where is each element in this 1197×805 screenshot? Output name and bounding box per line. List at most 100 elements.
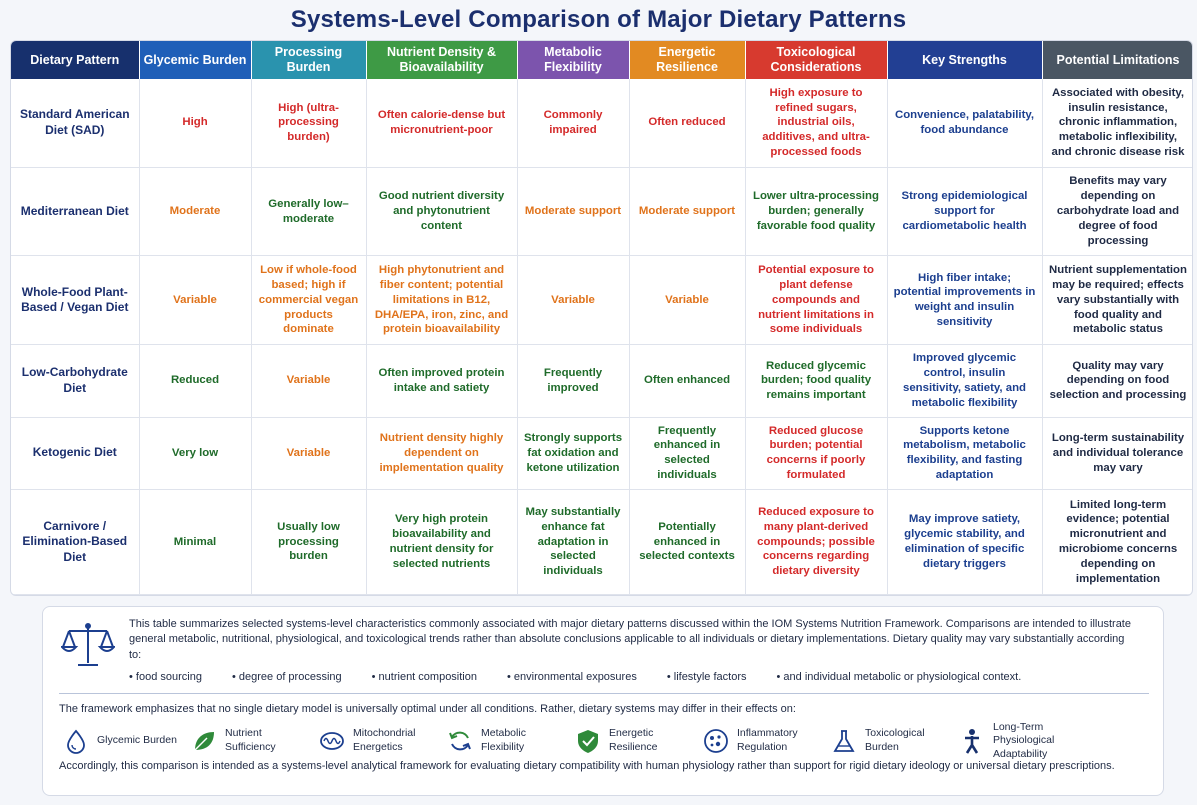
bullet-item: lifestyle factors: [667, 671, 747, 683]
divider: [59, 693, 1149, 694]
table-cell: Reduced exposure to many plant-derived c…: [745, 489, 888, 595]
table-cell: Strong epidemiological support for cardi…: [887, 167, 1043, 257]
legend-item: Toxicological Burden: [831, 727, 959, 754]
table-cell: Potential exposure to plant defense comp…: [745, 255, 888, 346]
table-cell: Reduced glycemic burden; food quality re…: [745, 344, 888, 418]
table-cell: Limited long-term evidence; potential mi…: [1042, 489, 1192, 595]
person-icon: [965, 729, 979, 754]
cycle-arrows-icon: [449, 731, 471, 751]
table-cell: Benefits may vary depending on carbohydr…: [1042, 167, 1192, 257]
table-cell: Moderate: [139, 167, 252, 257]
final-text: Accordingly, this comparison is intended…: [59, 760, 1115, 772]
table-cell: Convenience, palatability, food abundanc…: [887, 79, 1043, 168]
table-cell: Minimal: [139, 489, 252, 595]
row-header: Whole-Food Plant-Based / Vegan Diet: [11, 255, 140, 346]
legend-label: Mitochondrial Energetics: [353, 727, 416, 753]
table-cell: Often enhanced: [629, 344, 746, 418]
table-cell: Reduced glucose burden; potential concer…: [745, 417, 888, 491]
column-header: Processing Burden: [251, 41, 367, 79]
table-cell: Often calorie-dense but micronutrient-po…: [366, 79, 518, 168]
legend-item: Nutrient Sufficiency: [191, 727, 319, 754]
notes-panel: This table summarizes selected systems-l…: [42, 606, 1164, 796]
table-cell: Moderate support: [629, 167, 746, 257]
legend-label: Inflammatory Regulation: [737, 727, 798, 753]
row-header: Ketogenic Diet: [11, 417, 140, 491]
row-header: Mediterranean Diet: [11, 167, 140, 257]
table-cell: High (ultra-processing burden): [251, 79, 367, 168]
table-cell: Long-term sustainability and individual …: [1042, 417, 1192, 491]
table-cell: Potentially enhanced in selected context…: [629, 489, 746, 595]
table-cell: May improve satiety, glycemic stability,…: [887, 489, 1043, 595]
table-cell: Quality may vary depending on food selec…: [1042, 344, 1192, 418]
table-cell: Very low: [139, 417, 252, 491]
page-title: Systems-Level Comparison of Major Dietar…: [290, 6, 907, 33]
table-cell: Moderate support: [517, 167, 630, 257]
column-header: Potential Limitations: [1042, 41, 1192, 79]
bullet-item: nutrient composition: [372, 671, 477, 683]
row-header: Low-Carbohydrate Diet: [11, 344, 140, 418]
table-cell: Commonly impaired: [517, 79, 630, 168]
legend-label: Toxicological Burden: [865, 727, 925, 753]
row-header: Standard American Diet (SAD): [11, 79, 140, 168]
bullet-item: and individual metabolic or physiologica…: [777, 671, 1021, 683]
flask-icon: [833, 730, 855, 752]
table-cell: Low if whole-food based; high if commerc…: [251, 255, 367, 346]
legend-item: Metabolic Flexibility: [447, 727, 575, 754]
legend-item: Energetic Resilience: [575, 727, 703, 754]
table-cell: Associated with obesity, insulin resista…: [1042, 79, 1192, 168]
legend-item: Mitochondrial Energetics: [319, 727, 447, 754]
drop-icon: [67, 729, 85, 754]
table-cell: Very high protein bioavailability and nu…: [366, 489, 518, 595]
table-cell: Variable: [251, 417, 367, 491]
table-cell: Reduced: [139, 344, 252, 418]
column-header: Nutrient Density & Bioavailability: [366, 41, 518, 79]
legend-item: Inflammatory Regulation: [703, 727, 831, 754]
table-cell: High fiber intake; potential improvement…: [887, 255, 1043, 346]
table-cell: Variable: [629, 255, 746, 346]
legend-label: Glycemic Burden: [97, 734, 177, 747]
mitochondria-icon: [320, 732, 344, 750]
row-header: Carnivore / Elimination-Based Diet: [11, 489, 140, 595]
table-cell: Lower ultra-processing burden; generally…: [745, 167, 888, 257]
legend-label: Nutrient Sufficiency: [225, 727, 276, 753]
table-cell: Often reduced: [629, 79, 746, 168]
legend-label: Long-Term Physiological Adaptability: [993, 720, 1055, 760]
table-cell: Generally low–moderate: [251, 167, 367, 257]
table-cell: Good nutrient diversity and phytonutrien…: [366, 167, 518, 257]
table-cell: Nutrient supplementation may be required…: [1042, 255, 1192, 346]
table-cell: Often improved protein intake and satiet…: [366, 344, 518, 418]
table-cell: High: [139, 79, 252, 168]
table-cell: Variable: [139, 255, 252, 346]
table-cell: High phytonutrient and fiber content; po…: [366, 255, 518, 346]
icon-legend: Glycemic Burden Nutrient Sufficiency Mitoc…: [63, 720, 1153, 760]
scales-icon: [61, 623, 115, 666]
table-cell: Frequently enhanced in selected individu…: [629, 417, 746, 491]
column-header: Toxicological Considerations: [745, 41, 888, 79]
bullet-item: environmental exposures: [507, 671, 637, 683]
table-cell: May substantially enhance fat adaptation…: [517, 489, 630, 595]
legend-item: Glycemic Burden: [63, 728, 191, 754]
table-cell: Supports ketone metabolism, metabolic fl…: [887, 417, 1043, 491]
table-cell: High exposure to refined sugars, industr…: [745, 79, 888, 168]
column-header: Metabolic Flexibility: [517, 41, 630, 79]
legend-label: Metabolic Flexibility: [481, 727, 526, 753]
bullet-list: food sourcingdegree of processingnutrien…: [129, 671, 1139, 683]
table-cell: Nutrient density highly dependent on imp…: [366, 417, 518, 491]
column-header: Dietary Pattern: [11, 41, 140, 79]
shield-icon: [578, 730, 598, 753]
table-cell: Usually low processing burden: [251, 489, 367, 595]
column-header: Glycemic Burden: [139, 41, 252, 79]
table-cell: Variable: [251, 344, 367, 418]
bullet-item: food sourcing: [129, 671, 202, 683]
framework-text: The framework emphasizes that no single …: [59, 703, 796, 715]
table-cell: Improved glycemic control, insulin sensi…: [887, 344, 1043, 418]
